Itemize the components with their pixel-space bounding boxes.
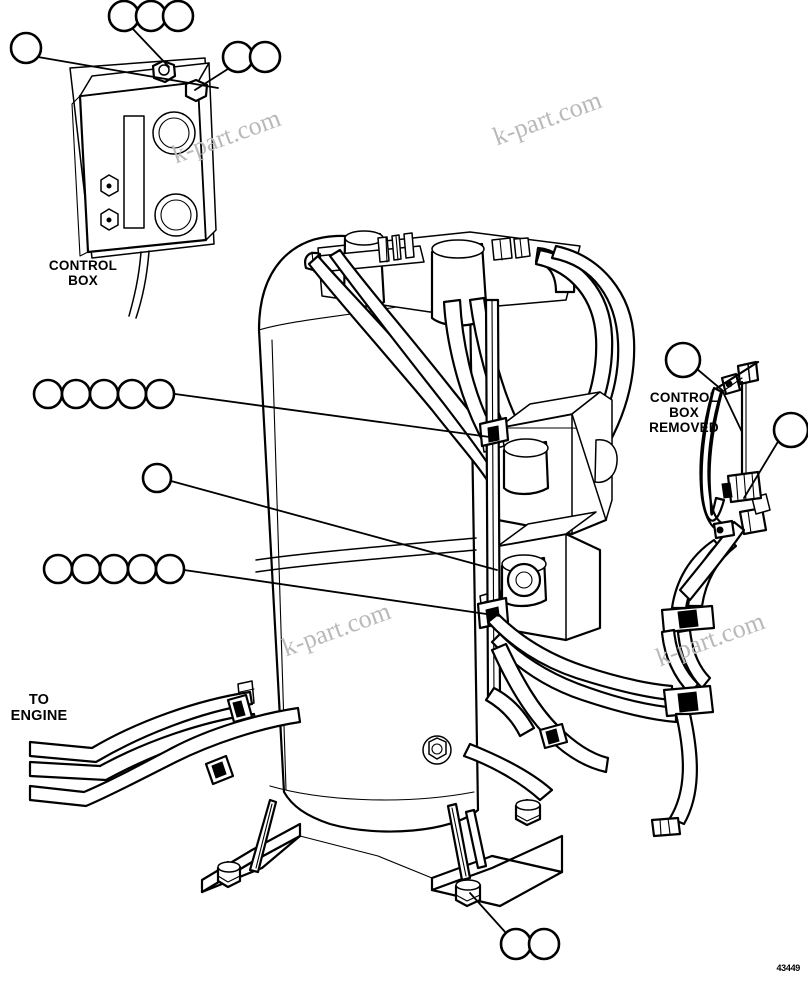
callout-bubble[interactable] — [70, 553, 102, 585]
control-box-assembly — [69, 57, 217, 319]
callout-bubble[interactable] — [107, 0, 141, 33]
callout-bubble[interactable] — [9, 31, 43, 65]
pipe-clamp-top — [478, 416, 510, 448]
callout-bubble[interactable] — [134, 0, 168, 33]
right-hose-bundle — [650, 493, 771, 838]
base-bolt-right-rear — [514, 798, 542, 827]
pipe-union — [377, 232, 415, 263]
hose-clamp-right-lower — [662, 684, 715, 718]
harness-connector-block — [721, 470, 763, 504]
callout-bubble[interactable] — [221, 40, 255, 74]
control-box-fitting-lower — [100, 208, 119, 231]
callout-bubble[interactable] — [88, 378, 120, 410]
valve-port-knob — [506, 562, 542, 598]
callout-bubble[interactable] — [60, 378, 92, 410]
callout-bubble[interactable] — [161, 0, 195, 33]
figure-number: 43449 — [776, 963, 800, 973]
wiring-harness-assembly — [699, 360, 763, 540]
valve-cylinder-upper — [502, 438, 550, 496]
base-bolt-right-front — [454, 878, 482, 908]
callout-bubble[interactable] — [499, 927, 533, 961]
tank-drain-fitting — [422, 735, 452, 765]
callout-bubble[interactable] — [126, 553, 158, 585]
hose-end-fitting-bottom — [650, 816, 682, 838]
callout-bubble[interactable] — [154, 553, 186, 585]
callout-bubble[interactable] — [248, 40, 282, 74]
callout-bubble[interactable] — [42, 553, 74, 585]
air-receiver-tank — [237, 234, 480, 833]
callout-bubble[interactable] — [664, 341, 702, 379]
callout-bubble[interactable] — [141, 462, 173, 494]
callout-bubble[interactable] — [98, 553, 130, 585]
label-to-engine: TO ENGINE — [10, 692, 68, 725]
callout-bubble[interactable] — [527, 927, 561, 961]
callout-leader-lines — [37, 27, 780, 934]
callout-bubbles[interactable] — [9, 0, 808, 961]
valve-block-assembly — [476, 298, 618, 702]
hose-clamp-engine-2 — [226, 693, 254, 724]
hose-clamp-engine — [204, 754, 235, 786]
label-control-box-removed: CONTROL BOX REMOVED — [649, 390, 719, 436]
label-control-box: CONTROL BOX — [48, 258, 118, 289]
hose-clamp-right-upper — [660, 604, 716, 634]
hose-routing-lower — [28, 612, 678, 808]
hose-elbow-center-bottom — [484, 686, 569, 750]
harness-terminal-bottom — [712, 519, 736, 540]
tank-base-assembly — [200, 798, 564, 908]
callout-bubble[interactable] — [32, 378, 64, 410]
callout-bubble[interactable] — [116, 378, 148, 410]
callout-bubble[interactable] — [144, 378, 176, 410]
control-box-fitting-upper — [100, 174, 119, 197]
hose-connector-upper-right — [738, 493, 771, 536]
callout-bubble[interactable] — [772, 411, 808, 449]
base-bolt-left — [216, 860, 242, 889]
